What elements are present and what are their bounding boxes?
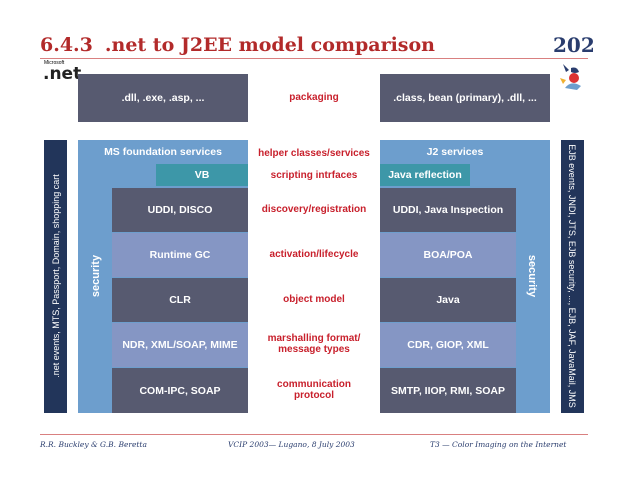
right-discovery-box: UDDI, Java Inspection	[380, 188, 516, 232]
left-security-label: security	[90, 254, 102, 298]
left-sidebar	[44, 140, 67, 413]
footer-authors: R.R. Buckley & G.B. Beretta	[40, 440, 147, 449]
packaging-label: packaging	[289, 92, 339, 103]
dotnet-logo-text: .net	[43, 64, 82, 84]
right-marshalling-text: CDR, GIOP, XML	[407, 339, 489, 351]
right-scripting-text: Java reflection	[388, 169, 462, 181]
left-scripting-text: VB	[194, 169, 210, 181]
dotnet-logo: Microsoft .net	[41, 60, 81, 86]
left-discovery-text: UDDI, DISCO	[147, 204, 213, 216]
page-number: 202	[553, 33, 595, 57]
left-scripting-box: VB	[156, 164, 248, 186]
footer-conference: VCIP 2003— Lugano, 8 July 2003	[228, 440, 355, 449]
left-discovery-box: UDDI, DISCO	[112, 188, 248, 232]
right-packaging-text: .class, bean (primary), .dll, ...	[393, 92, 537, 104]
left-object-box: CLR	[112, 278, 248, 322]
left-marshalling-text: NDR, XML/SOAP, MIME	[122, 339, 238, 351]
dotnet-logo-small-text: Microsoft	[44, 60, 65, 66]
footer-course: T3 — Color Imaging on the Internet	[430, 440, 567, 449]
right-object-box: Java	[380, 278, 516, 322]
right-discovery-text: UDDI, Java Inspection	[392, 204, 504, 216]
left-communication-text: COM-IPC, SOAP	[139, 384, 221, 397]
right-security-label: security	[526, 254, 538, 298]
right-communication-text: SMTP, IIOP, RMI, SOAP	[391, 384, 505, 397]
section-number: 6.4.3	[40, 34, 93, 56]
header-rule	[40, 58, 588, 59]
left-foundation-text: MS foundation services	[104, 146, 222, 158]
communication-label: communication protocol	[249, 379, 379, 401]
marshalling-label-line1: marshalling format/	[267, 333, 361, 344]
right-sidebar-text: EJB events, JNDI, JTS, EJB security, ...…	[567, 144, 577, 408]
scripting-label: scripting intrfaces	[270, 170, 358, 181]
left-activation-text: Runtime GC	[149, 249, 211, 261]
slide-title: 6.4.3 .net to J2EE model comparison	[40, 34, 435, 56]
discovery-label: discovery/registration	[261, 204, 367, 215]
right-activation-text: BOA/POA	[423, 249, 473, 261]
left-object-text: CLR	[169, 294, 191, 306]
activation-label: activation/lifecycle	[269, 249, 359, 260]
marshalling-label-line2: message types	[278, 344, 350, 355]
footer-rule	[40, 434, 588, 435]
communication-label-line2: protocol	[294, 390, 334, 401]
communication-label-line1: communication	[277, 379, 351, 390]
left-packaging-text: .dll, .exe, .asp, ...	[121, 92, 205, 104]
right-packaging-box: .class, bean (primary), .dll, ...	[380, 74, 550, 122]
left-marshalling-box: NDR, XML/SOAP, MIME	[112, 323, 248, 367]
marshalling-label: marshalling format/ message types	[249, 333, 379, 355]
foundation-label: helper classes/services	[258, 148, 370, 159]
java-duke-icon	[560, 64, 581, 90]
right-foundation-text: J2 services	[426, 146, 484, 158]
left-sidebar-text: .net events, MTS, Passport, Domain, shop…	[51, 174, 61, 378]
title-text: .net to J2EE model comparison	[104, 34, 435, 56]
right-object-text: Java	[436, 294, 460, 306]
right-communication-box: SMTP, IIOP, RMI, SOAP	[380, 368, 516, 413]
right-marshalling-box: CDR, GIOP, XML	[380, 323, 516, 367]
left-packaging-box: .dll, .exe, .asp, ...	[78, 74, 248, 122]
left-activation-box: Runtime GC	[112, 233, 248, 277]
right-scripting-box: Java reflection	[380, 164, 470, 186]
left-communication-box: COM-IPC, SOAP	[112, 368, 248, 413]
object-label: object model	[283, 294, 345, 305]
right-activation-box: BOA/POA	[380, 233, 516, 277]
right-sidebar	[561, 140, 584, 413]
